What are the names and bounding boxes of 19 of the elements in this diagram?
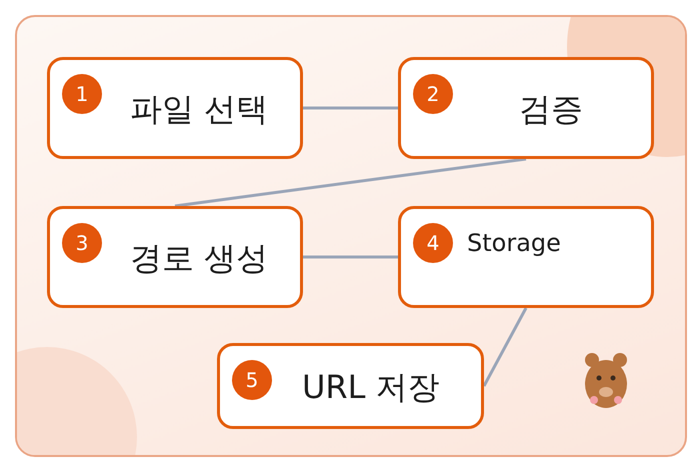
connector-line — [303, 256, 398, 258]
step-box — [398, 206, 654, 308]
step-box — [398, 57, 654, 159]
step-number-badge: 2 — [413, 74, 453, 114]
step-box — [47, 57, 303, 159]
step-label: 경로 생성 — [130, 238, 268, 279]
connector-line — [303, 106, 398, 110]
step-label: 검증 — [519, 89, 583, 130]
step-number-badge: 5 — [232, 360, 272, 400]
step-label: URL 저장 — [302, 367, 440, 408]
connector-line — [482, 307, 528, 387]
step-number-badge: 4 — [413, 223, 453, 263]
step-number-badge: 1 — [62, 74, 102, 114]
step-number-badge: 3 — [62, 223, 102, 263]
step-label: 파일 선택 — [130, 89, 268, 130]
connector-line — [174, 158, 526, 208]
step-label: Storage — [467, 229, 561, 257]
step-box — [47, 206, 303, 308]
step-box — [217, 343, 484, 429]
